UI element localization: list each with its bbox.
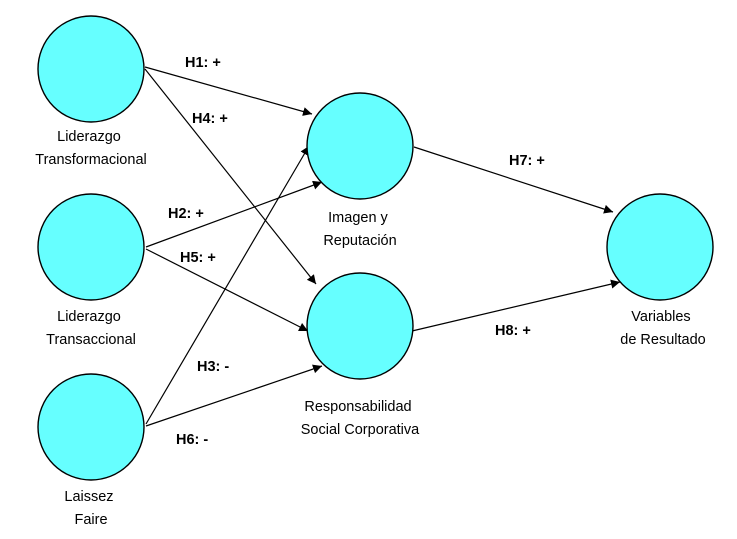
node-liderazgo-transformacional (37, 15, 145, 123)
node-imagen-reputacion (306, 92, 414, 200)
arrow-h5 (145, 248, 309, 332)
arrow-h4 (144, 68, 317, 285)
arrow-h7 (413, 146, 614, 214)
hypothesis-h5-label: H5: + (180, 250, 216, 266)
hypothesis-h4-label: H4: + (192, 111, 228, 127)
label-line: Imagen y (328, 210, 388, 226)
arrow-h3 (145, 145, 310, 425)
hypothesis-h8-label: H8: + (495, 323, 531, 339)
label-line: Laissez (64, 489, 113, 505)
hypothesis-h1-label: H1: + (185, 55, 221, 71)
label-variables-resultado: Variables de Resultado (620, 309, 705, 348)
label-line: Liderazgo (57, 129, 121, 145)
node-laissez-faire (37, 373, 145, 481)
node-rsc (306, 272, 414, 380)
label-laissez-faire: Laissez Faire (64, 489, 117, 528)
arrow-h1 (144, 66, 313, 116)
label-imagen-reputacion: Imagen y Reputación (323, 210, 396, 249)
label-line: Variables (631, 309, 690, 325)
arrow-h2 (145, 180, 323, 248)
label-line: Liderazgo (57, 309, 121, 325)
hypothesis-h2-label: H2: + (168, 206, 204, 222)
hypothesis-h7-label: H7: + (509, 153, 545, 169)
label-line: Responsabilidad (304, 399, 411, 415)
hypothesis-h6-label: H6: - (176, 432, 208, 448)
label-line: Transformacional (35, 152, 146, 168)
arrow-h8 (411, 279, 621, 332)
label-liderazgo-transformacional: Liderazgo Transformacional (35, 129, 146, 168)
arrow-h6 (145, 364, 323, 427)
label-liderazgo-transaccional: Liderazgo Transaccional (46, 309, 136, 348)
node-variables-resultado (606, 193, 714, 301)
label-line: de Resultado (620, 332, 705, 348)
hypothesis-h3-label: H3: - (197, 359, 229, 375)
label-line: Reputación (323, 233, 396, 249)
node-liderazgo-transaccional (37, 193, 145, 301)
label-line: Social Corporativa (301, 422, 420, 438)
label-rsc: Responsabilidad Social Corporativa (301, 399, 420, 438)
label-line: Faire (74, 512, 107, 528)
label-line: Transaccional (46, 332, 136, 348)
